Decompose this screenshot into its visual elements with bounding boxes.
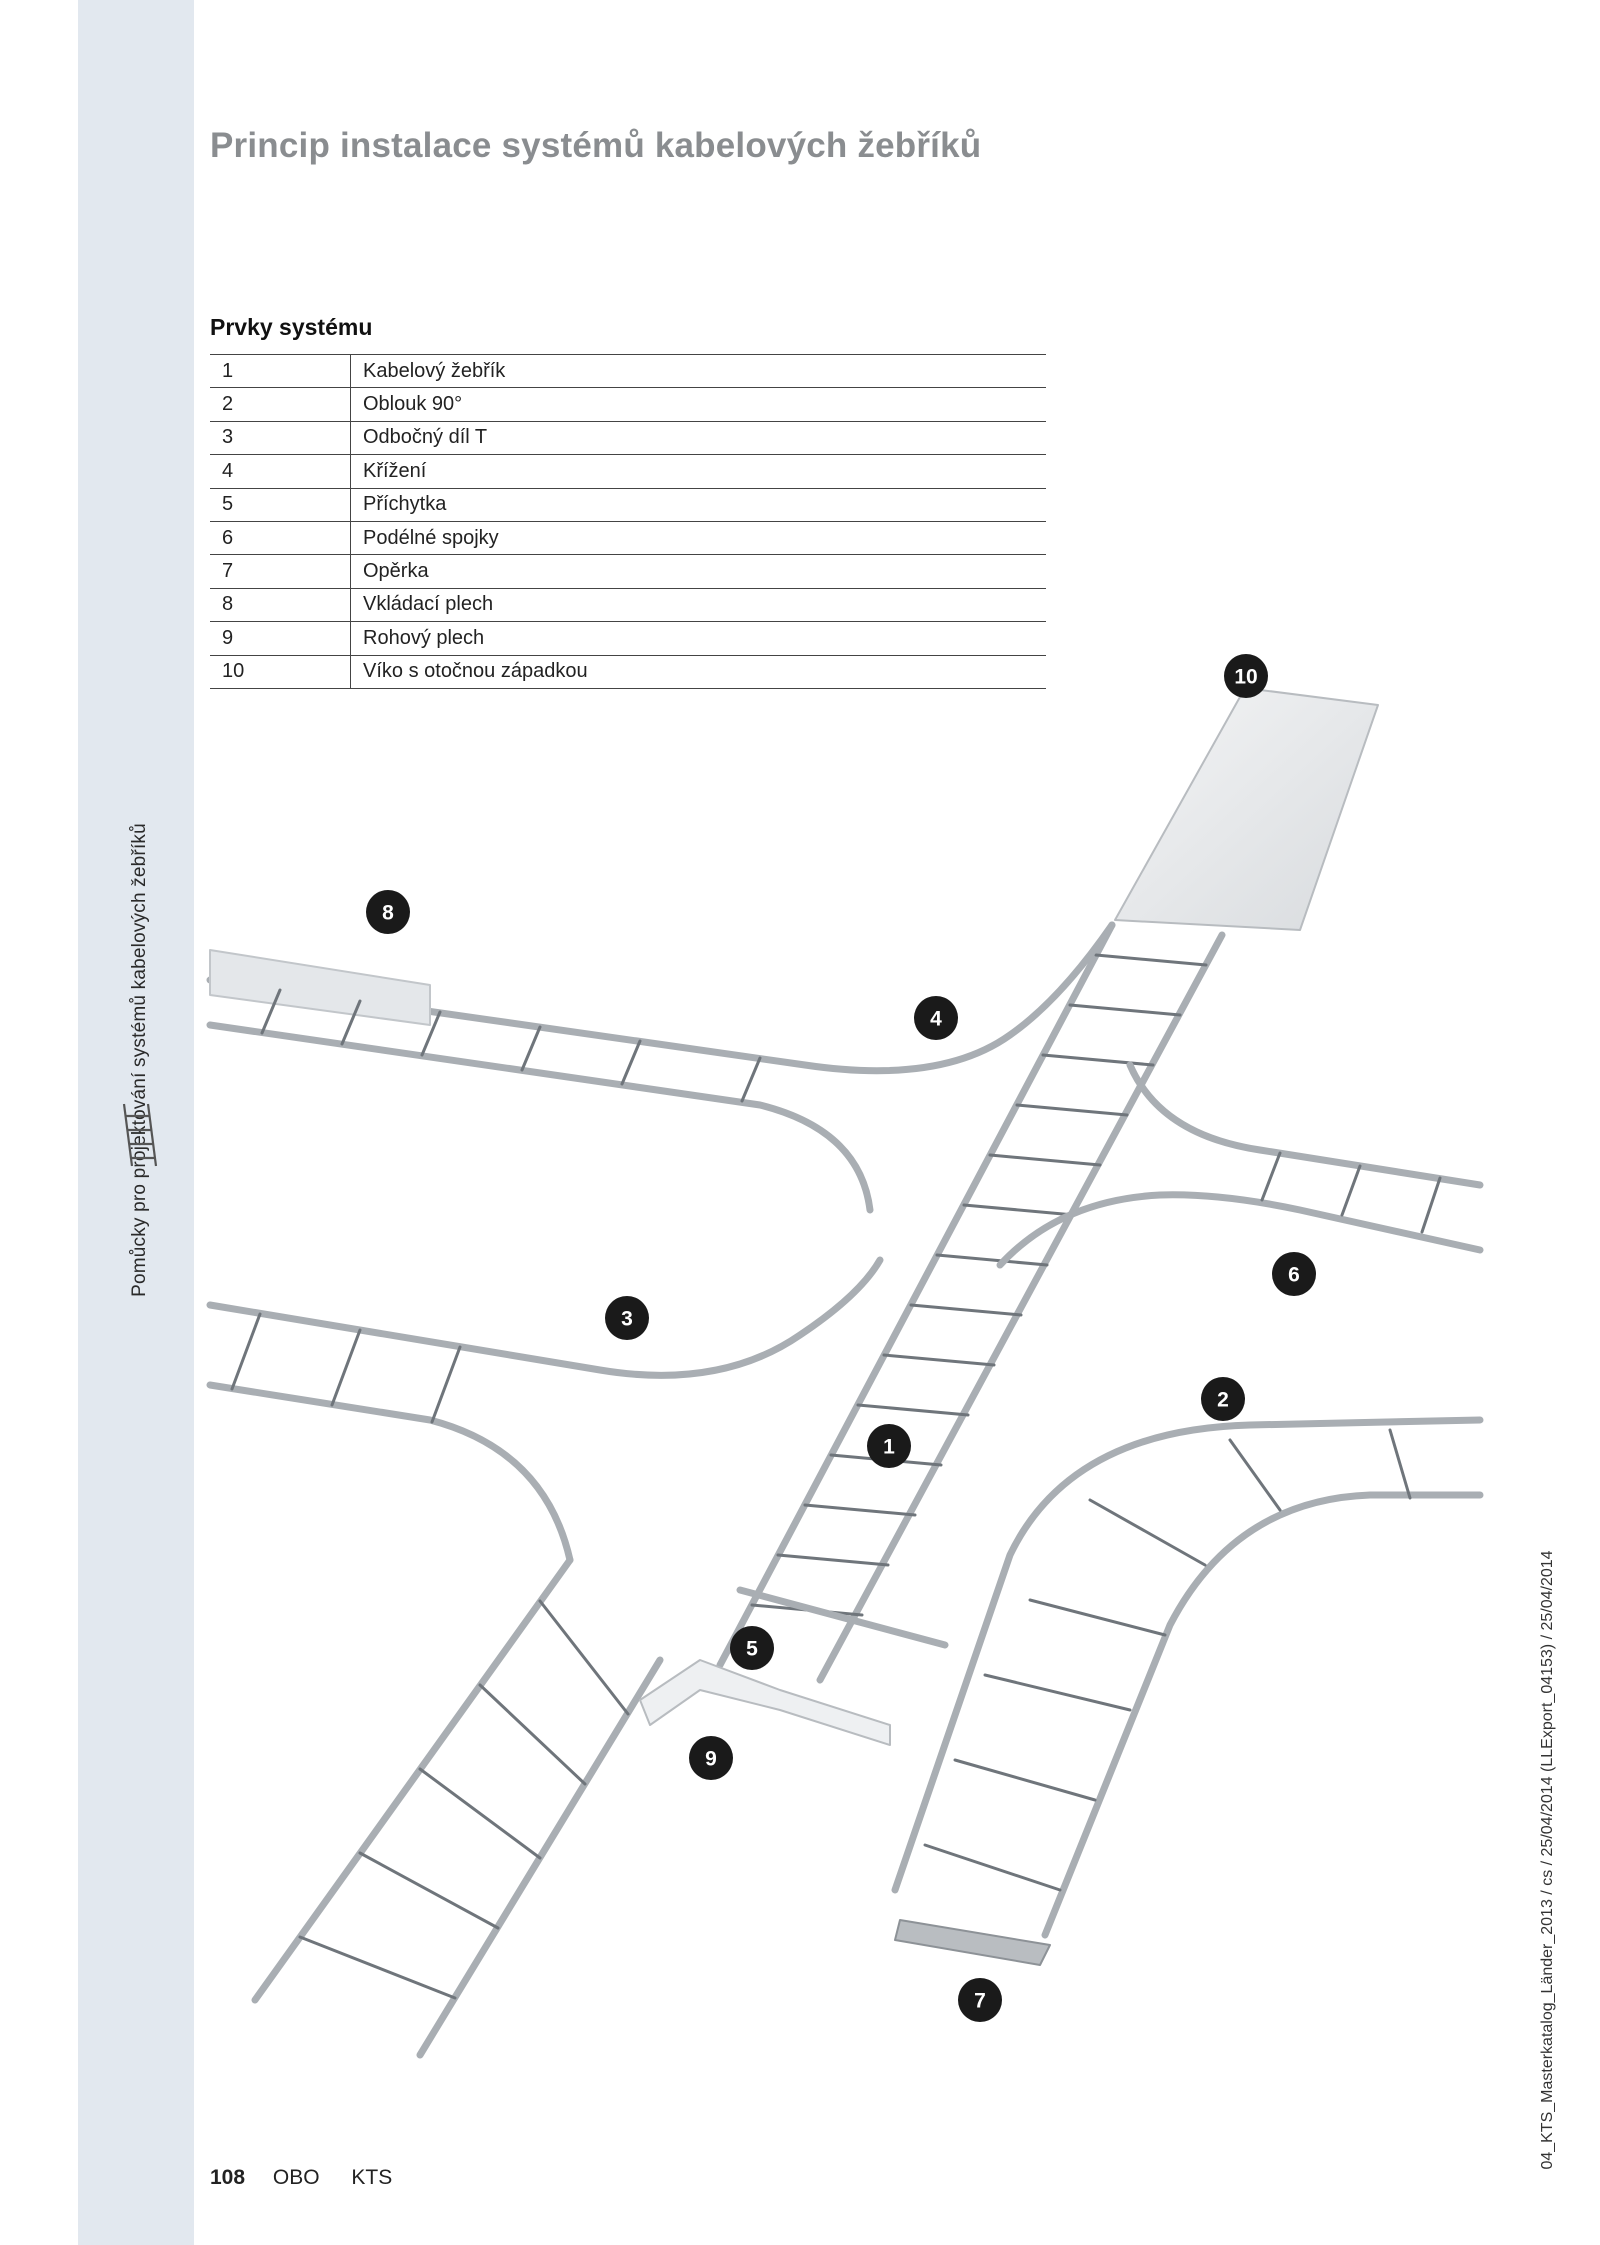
callout-4: 4 [914, 996, 958, 1040]
svg-text:1: 1 [883, 1436, 895, 1459]
main-ladder [716, 921, 1226, 1684]
part-number: 5 [210, 488, 351, 522]
svg-text:10: 10 [1234, 666, 1257, 689]
upper-left-ladder [206, 921, 1116, 1214]
right-crossing-branch [996, 1061, 1484, 1269]
callout-5: 5 [730, 1626, 774, 1670]
part-number: 8 [210, 588, 351, 622]
sidebar-band [78, 0, 194, 2245]
svg-text:8: 8 [382, 902, 394, 925]
ladder-icon [122, 1103, 158, 1167]
part-label: Víko s otočnou západkou [363, 660, 588, 683]
document-id: 04_KTS_Masterkatalog_Länder_2013 / cs / … [1539, 1550, 1556, 2170]
svg-text:4: 4 [930, 1008, 942, 1031]
table-row: 10 Víko s otočnou západkou [210, 655, 1046, 689]
callout-3: 3 [605, 1296, 649, 1340]
part-number: 9 [210, 621, 351, 656]
svg-text:5: 5 [746, 1638, 758, 1661]
part-label: Příchytka [363, 493, 447, 516]
callout-7: 7 [958, 1978, 1002, 2022]
table-row: 9 Rohový plech [210, 621, 1046, 656]
part-label: Rohový plech [363, 626, 485, 649]
cover-plate [1114, 687, 1379, 931]
lower-ladder [251, 1556, 664, 2059]
svg-text:9: 9 [705, 1748, 717, 1771]
callout-2: 2 [1201, 1377, 1245, 1421]
table-row: 8 Vkládací plech [210, 588, 1046, 622]
part-label: Vkládací plech [363, 593, 494, 616]
part-number: 2 [210, 387, 351, 422]
corner-plate [639, 1659, 891, 1746]
callout-8: 8 [366, 890, 410, 934]
callout-1: 1 [867, 1424, 911, 1468]
callout-10: 10 [1224, 654, 1268, 698]
table-row: 7 Opěrka [210, 554, 1046, 589]
part-label: Křížení [363, 459, 427, 482]
part-number: 7 [210, 554, 351, 589]
callout-6: 6 [1272, 1252, 1316, 1296]
insert-plate [209, 949, 431, 1026]
support-plate [894, 1919, 1051, 1966]
page-title: Princip instalace systémů kabelových žeb… [210, 126, 982, 165]
part-number: 4 [210, 454, 351, 489]
part-label: Kabelový žebřík [363, 359, 506, 382]
callout-9: 9 [689, 1736, 733, 1780]
footer-brand: OBO [272, 2166, 320, 2189]
svg-text:3: 3 [621, 1308, 633, 1331]
part-label: Podélné spojky [363, 526, 499, 549]
page-footer: 108 OBO KTS [210, 2166, 392, 2190]
svg-text:7: 7 [974, 1990, 986, 2013]
part-label: Oblouk 90° [363, 393, 463, 416]
t-branch-ladder [206, 1256, 884, 1564]
table-row: 5 Příchytka [210, 488, 1046, 522]
table-row: 3 Odbočný díl T [210, 421, 1046, 455]
parts-heading: Prvky systému [210, 314, 373, 340]
table-row: 6 Podélné spojky [210, 521, 1046, 555]
part-number: 6 [210, 521, 351, 555]
bend-ladder [891, 1416, 1484, 1939]
svg-text:6: 6 [1288, 1264, 1300, 1287]
part-number: 3 [210, 421, 351, 455]
table-row: 2 Oblouk 90° [210, 387, 1046, 422]
svg-text:2: 2 [1217, 1389, 1229, 1412]
part-number: 1 [210, 354, 351, 388]
table-row: 4 Křížení [210, 454, 1046, 489]
part-number: 10 [210, 655, 351, 689]
page-number: 108 [210, 2166, 246, 2189]
part-label: Opěrka [363, 560, 429, 583]
bracket-rail [736, 1586, 949, 1649]
parts-table: 1 Kabelový žebřík 2 Oblouk 90° 3 Odbočný dí… [210, 354, 1046, 689]
part-label: Odbočný díl T [363, 426, 488, 449]
footer-section: KTS [351, 2166, 393, 2189]
table-row: 1 Kabelový žebřík [210, 354, 1046, 388]
